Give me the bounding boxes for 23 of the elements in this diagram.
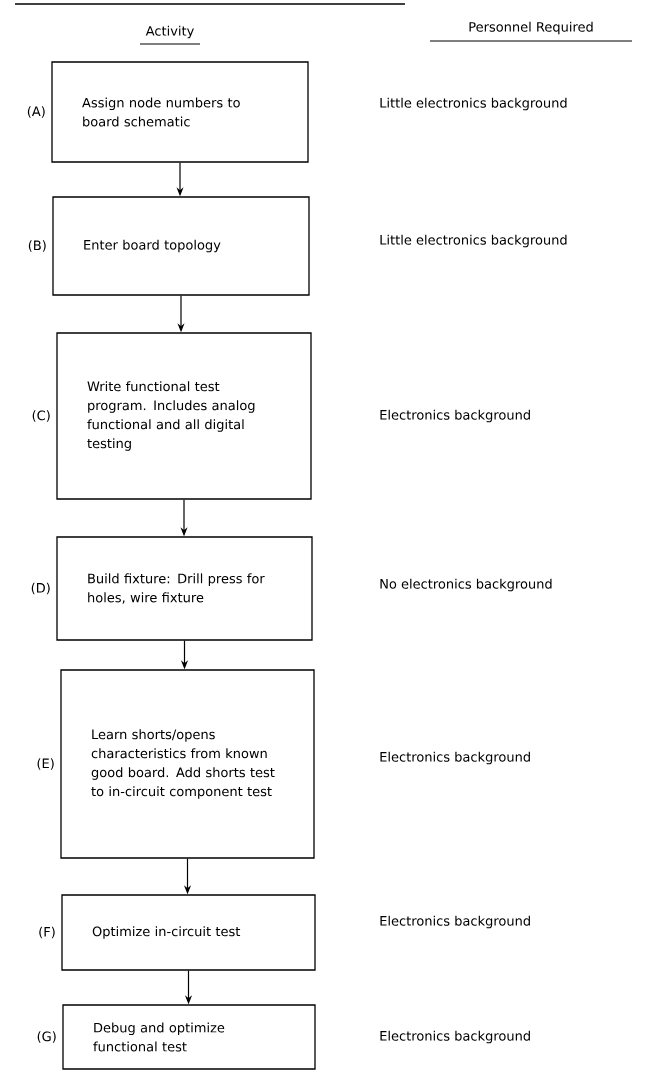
personnel-text: Little electronics background: [380, 234, 567, 248]
step-letter: (F): [39, 926, 55, 939]
step-letter: (A): [27, 106, 45, 118]
personnel-text: No electronics background: [380, 578, 552, 592]
process-box: Debug and optimize functional test: [62, 1004, 316, 1070]
step-letter: (G): [37, 1031, 56, 1043]
column-heading: Activity: [139, 25, 201, 45]
process-box: Learn shorts/opens characteristics from known good board. Add shorts test to in-circuit component test: [60, 669, 315, 859]
process-box: Optimize in-circuit test: [61, 894, 316, 971]
step-letter: (B): [28, 240, 46, 252]
column-heading: Personnel Required: [429, 21, 633, 42]
personnel-text: Electronics background: [380, 1030, 530, 1044]
personnel-text: Electronics background: [380, 751, 530, 765]
process-box: Build fixture: Drill press for holes, wire fixture: [56, 536, 313, 641]
process-box: Assign node numbers to board schematic: [51, 61, 309, 163]
process-box: Enter board topology: [52, 196, 310, 296]
step-letter: (C): [32, 410, 50, 422]
personnel-text: Little electronics background: [380, 97, 567, 111]
step-letter: (D): [31, 582, 50, 595]
personnel-text: Electronics background: [380, 915, 530, 929]
process-box: Write functional test program. Includes analog functional and all digital testing: [56, 332, 312, 500]
step-letter: (E): [37, 758, 54, 770]
personnel-text: Electronics background: [380, 409, 530, 423]
